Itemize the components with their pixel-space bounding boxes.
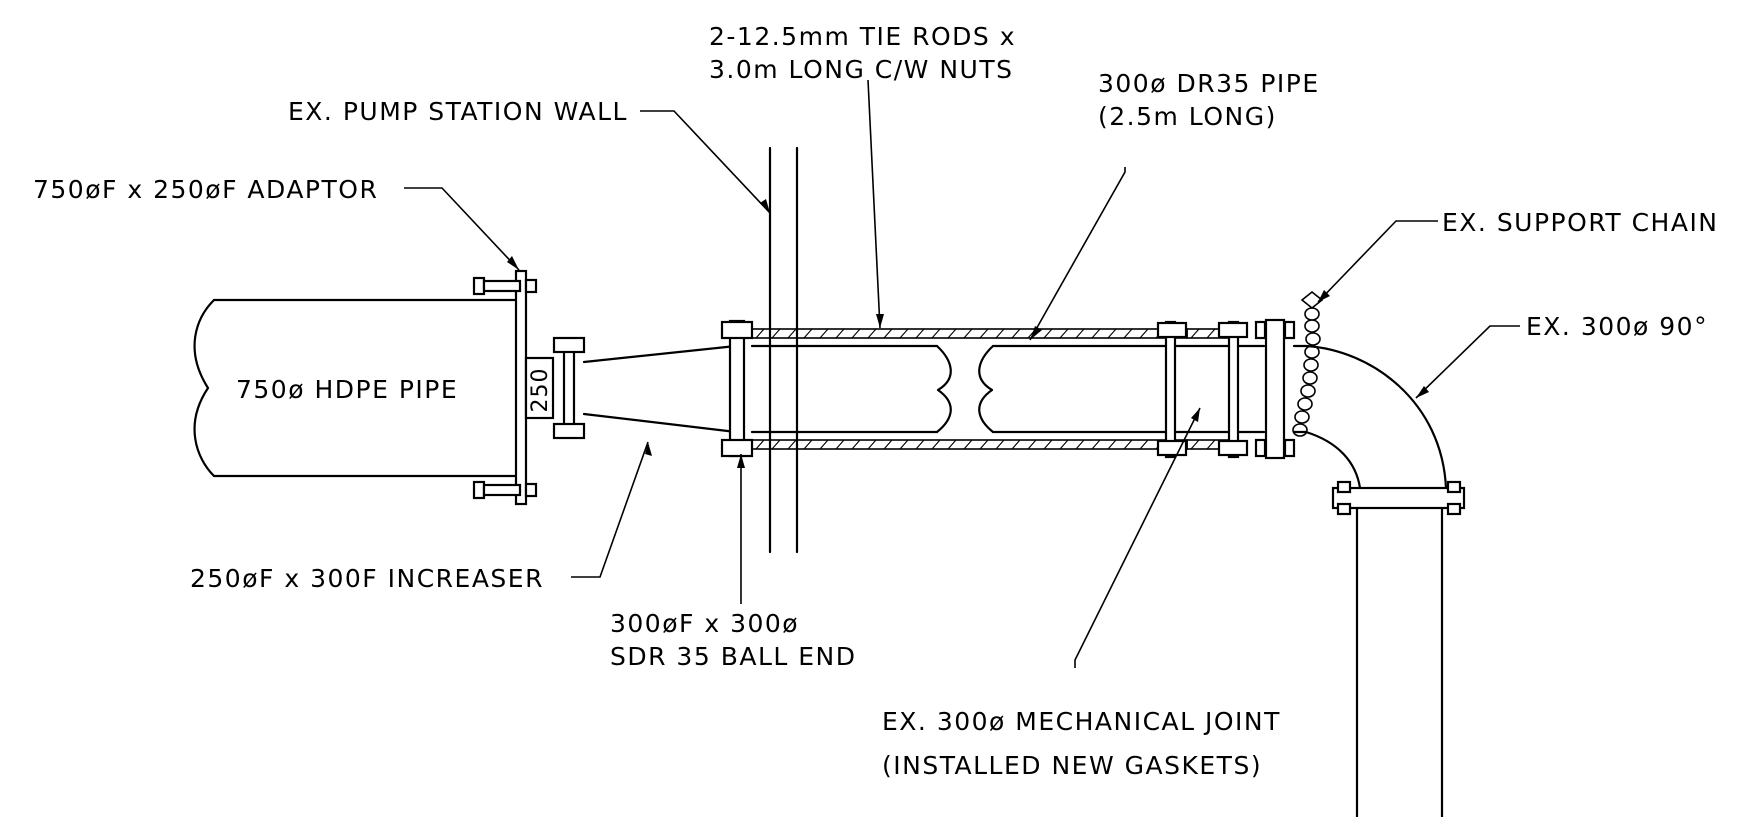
ball-end-label-line2: SDR 35 BALL END bbox=[610, 642, 857, 671]
leader-arrows bbox=[507, 199, 1429, 468]
mechanical-joint-label-line1: EX. 300ø MECHANICAL JOINT bbox=[882, 707, 1281, 736]
elbow-label: EX. 300ø 90° bbox=[1526, 312, 1708, 341]
hdpe-pipe bbox=[193, 298, 518, 478]
pump-wall-label: EX. PUMP STATION WALL bbox=[288, 97, 628, 126]
dr35-pipe bbox=[750, 344, 1168, 434]
increaser-flange bbox=[552, 336, 586, 440]
dr35-pipe-label-line1: 300ø DR35 PIPE bbox=[1098, 69, 1320, 98]
tie-rods-label-line1: 2-12.5mm TIE RODS x bbox=[709, 22, 1016, 51]
ball-end-label-line1: 300øF x 300ø bbox=[610, 609, 799, 638]
adaptor-neck-250: 250 bbox=[524, 356, 555, 420]
leader-lines bbox=[404, 79, 1520, 668]
tie-rods-label-line2: 3.0m LONG C/W NUTS bbox=[709, 55, 1013, 84]
adaptor-label: 750øF x 250øF ADAPTOR bbox=[33, 175, 378, 204]
elbow-90 bbox=[1304, 344, 1466, 817]
tie-rod-bottom bbox=[751, 439, 1234, 450]
increaser-taper bbox=[582, 344, 738, 434]
support-chain-label: EX. SUPPORT CHAIN bbox=[1442, 208, 1719, 237]
ball-end-flange bbox=[720, 319, 754, 458]
dr35-pipe-label-line2: (2.5m LONG) bbox=[1098, 102, 1277, 131]
support-chain bbox=[1292, 290, 1324, 437]
elbow-connection-flange bbox=[1254, 318, 1308, 460]
adaptor-flange bbox=[472, 269, 538, 506]
size-250-label: 250 bbox=[528, 368, 553, 413]
mechanical-joint-label-line2: (INSTALLED NEW GASKETS) bbox=[882, 751, 1262, 780]
pump-station-wall bbox=[768, 146, 799, 554]
hdpe-pipe-label: 750ø HDPE PIPE bbox=[236, 375, 458, 404]
mechanical-joint bbox=[1156, 320, 1266, 459]
increaser-label: 250øF x 300F INCREASER bbox=[190, 564, 544, 593]
